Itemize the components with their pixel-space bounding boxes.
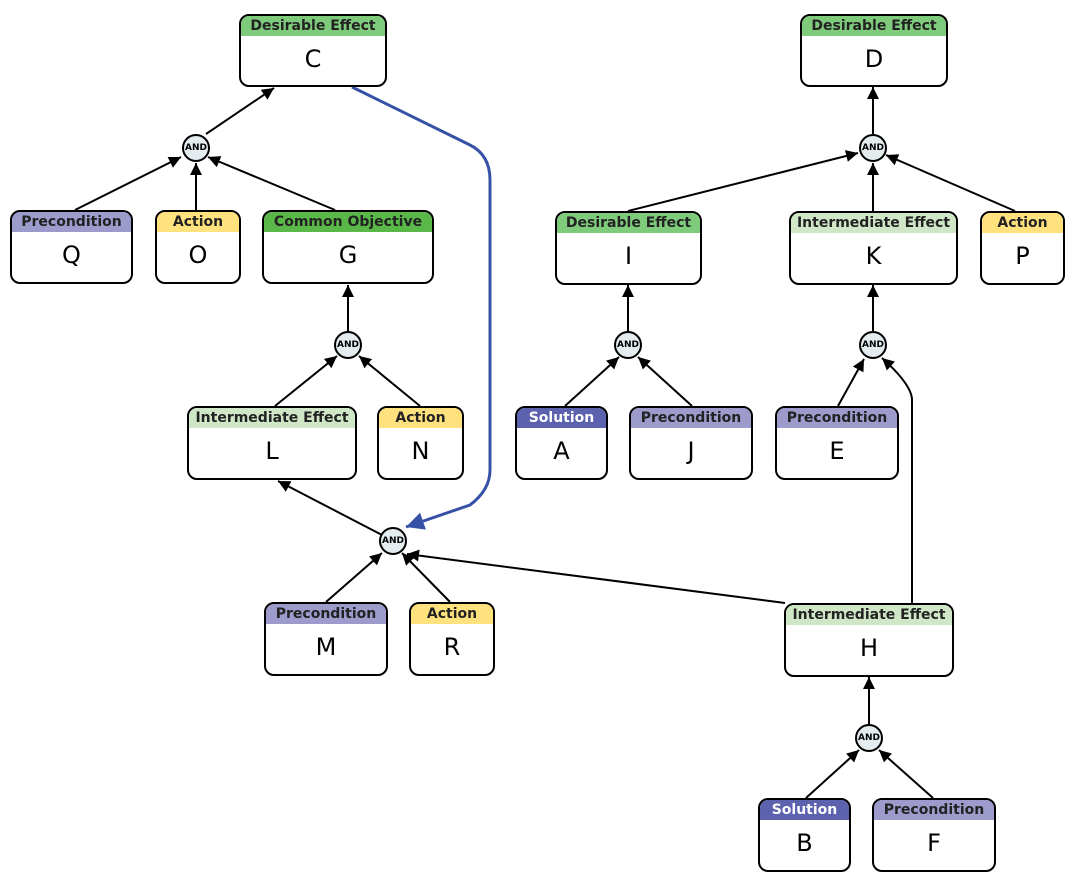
edge-J-to-and5 <box>637 356 693 407</box>
node-label: H <box>859 634 879 662</box>
node-type-intermediate-effect: Intermediate Effect <box>189 408 355 428</box>
node-label: B <box>796 829 813 857</box>
node-D[interactable]: Desirable Effect D <box>800 14 948 87</box>
node-L[interactable]: Intermediate Effect L <box>187 406 357 480</box>
node-type-action: Action <box>379 408 462 428</box>
node-type-action: Action <box>982 213 1063 233</box>
edge-N-to-and2 <box>358 355 421 407</box>
and-junction[interactable]: AND <box>855 724 883 752</box>
node-M[interactable]: Precondition M <box>264 602 388 676</box>
and-junction[interactable]: AND <box>859 331 887 359</box>
node-O[interactable]: Action O <box>155 210 241 284</box>
node-label: F <box>927 829 941 857</box>
edge-and3-to-L <box>277 480 383 536</box>
node-H[interactable]: Intermediate Effect H <box>784 603 954 677</box>
node-type-solution: Solution <box>517 408 606 428</box>
node-label: E <box>829 437 845 465</box>
node-label: G <box>338 241 358 269</box>
node-type-common-objective: Common Objective <box>264 212 432 232</box>
node-type-desirable-effect: Desirable Effect <box>557 213 700 233</box>
edge-I-to-and4 <box>627 150 859 212</box>
node-label: O <box>188 241 208 269</box>
edge-A-to-and5 <box>564 356 620 407</box>
edge-and1-to-C <box>205 87 275 135</box>
and-junction[interactable]: AND <box>379 527 407 555</box>
node-Q[interactable]: Precondition Q <box>10 210 133 284</box>
and-junction[interactable]: AND <box>859 134 887 162</box>
node-label: J <box>687 437 695 465</box>
and-junction[interactable]: AND <box>334 331 362 359</box>
node-label: R <box>443 633 461 661</box>
node-E[interactable]: Precondition E <box>775 406 899 480</box>
node-N[interactable]: Action N <box>377 406 464 480</box>
node-type-intermediate-effect: Intermediate Effect <box>791 213 956 233</box>
edge-M-to-and3 <box>325 552 383 603</box>
node-label: I <box>624 242 633 270</box>
and-junction[interactable]: AND <box>614 331 642 359</box>
node-I[interactable]: Desirable Effect I <box>555 211 702 285</box>
node-B[interactable]: Solution B <box>758 798 851 872</box>
node-type-action: Action <box>157 212 239 232</box>
edge-C-to-and3-influence <box>351 85 492 530</box>
node-type-precondition: Precondition <box>266 604 386 624</box>
node-label: N <box>411 437 430 465</box>
node-label: P <box>1015 242 1030 270</box>
edge-R-to-and3 <box>401 552 451 603</box>
node-type-precondition: Precondition <box>777 408 897 428</box>
edge-Q-to-and1 <box>74 156 182 211</box>
node-label: C <box>304 45 322 73</box>
node-label: K <box>865 242 882 270</box>
node-label: Q <box>62 241 81 269</box>
node-label: A <box>553 437 570 465</box>
node-P[interactable]: Action P <box>980 211 1065 285</box>
node-K[interactable]: Intermediate Effect K <box>789 211 958 285</box>
edge-P-to-and4 <box>885 154 1016 212</box>
node-type-desirable-effect: Desirable Effect <box>241 16 385 36</box>
node-type-precondition: Precondition <box>631 408 751 428</box>
node-type-precondition: Precondition <box>12 212 131 232</box>
edge-F-to-and7 <box>878 749 934 799</box>
and-junction[interactable]: AND <box>182 134 210 162</box>
node-type-solution: Solution <box>760 800 849 820</box>
node-F[interactable]: Precondition F <box>872 798 996 872</box>
node-type-intermediate-effect: Intermediate Effect <box>786 605 952 625</box>
edge-B-to-and7 <box>805 749 860 799</box>
node-type-action: Action <box>411 604 493 624</box>
node-type-precondition: Precondition <box>874 800 994 820</box>
edge-E-to-and6 <box>837 358 865 407</box>
edge-H-to-and3 <box>406 549 786 604</box>
node-G[interactable]: Common Objective G <box>262 210 434 284</box>
node-C[interactable]: Desirable Effect C <box>239 14 387 87</box>
edge-H-to-and6 <box>881 357 913 603</box>
node-label: D <box>864 45 884 73</box>
node-type-desirable-effect: Desirable Effect <box>802 16 946 36</box>
node-R[interactable]: Action R <box>409 602 495 676</box>
edge-G-to-and1 <box>207 156 336 211</box>
node-J[interactable]: Precondition J <box>629 406 753 480</box>
node-A[interactable]: Solution A <box>515 406 608 480</box>
node-label: L <box>265 437 279 465</box>
node-label: M <box>315 633 337 661</box>
edge-L-to-and2 <box>274 355 338 407</box>
